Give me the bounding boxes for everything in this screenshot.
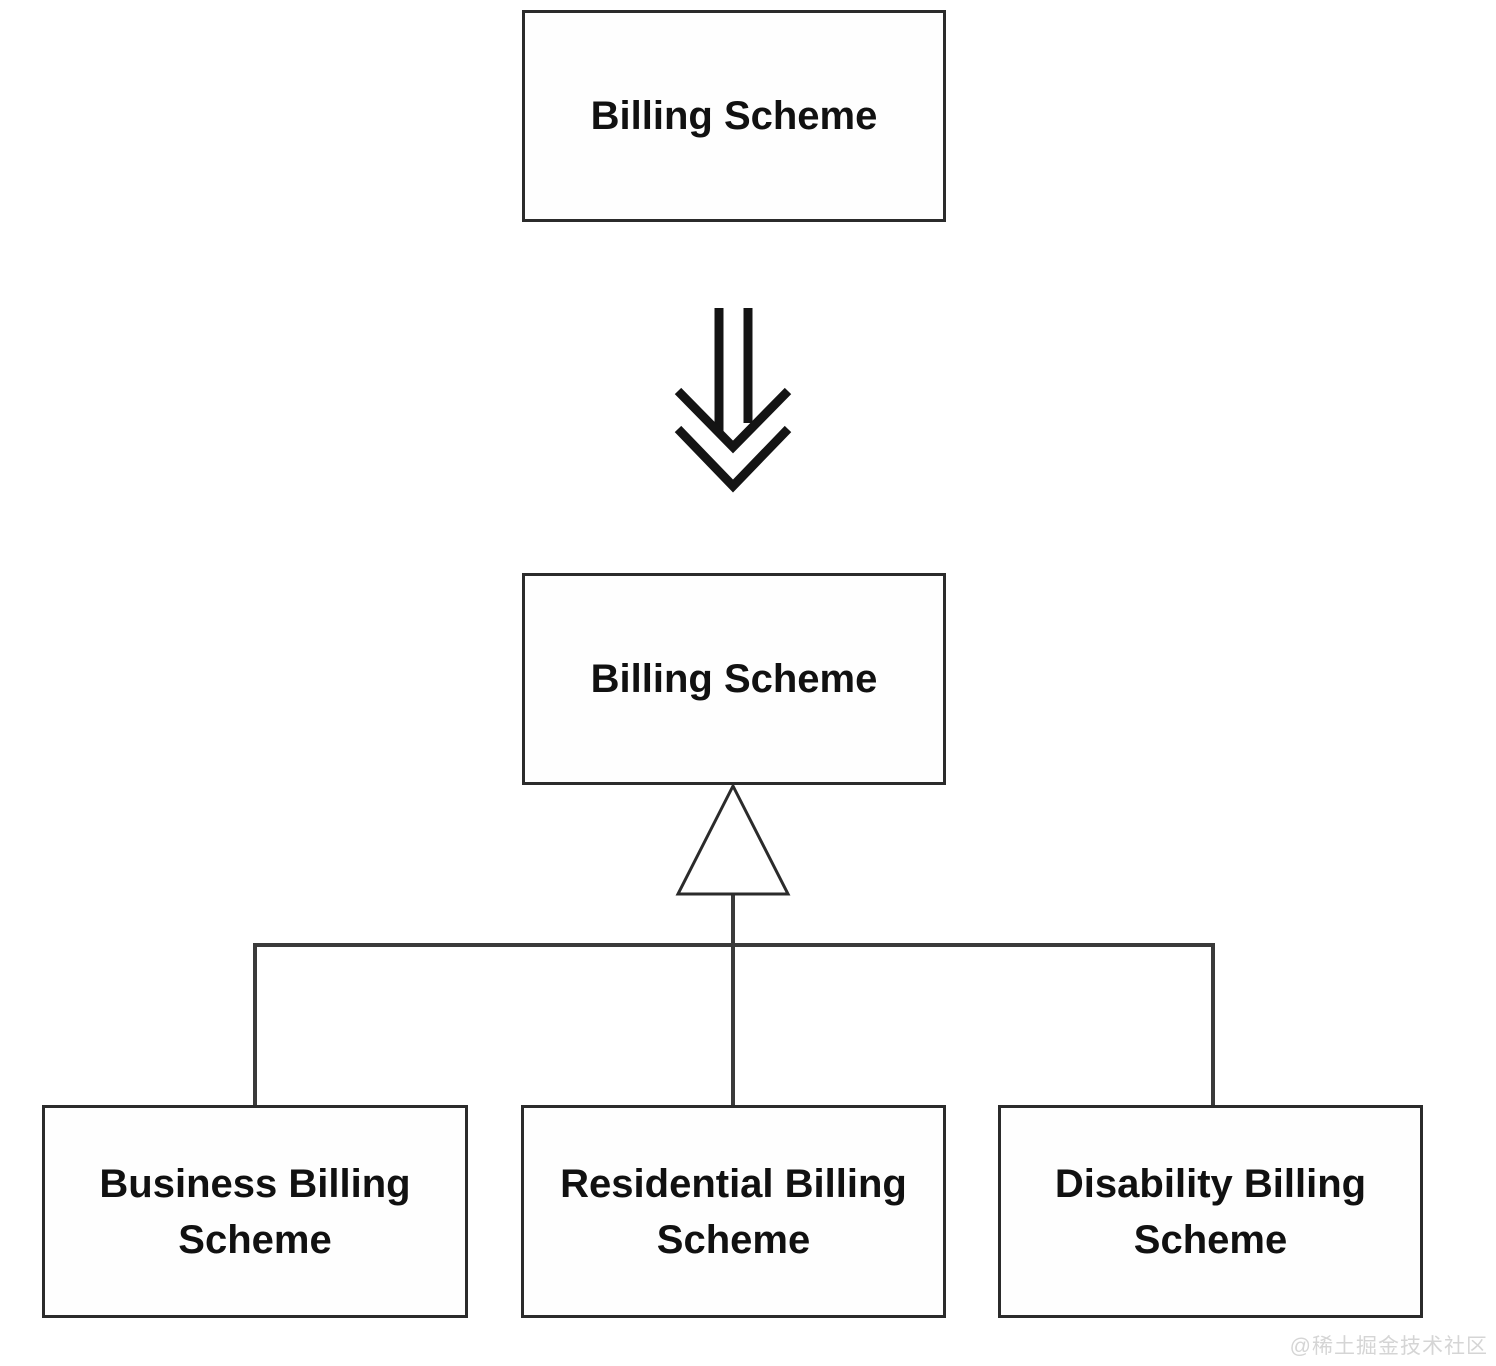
- node-label: Residential Billing Scheme: [560, 1161, 907, 1262]
- node-billing-scheme-parent: Billing Scheme: [522, 573, 946, 785]
- node-label: Billing Scheme: [590, 657, 878, 701]
- node-label: Billing Scheme: [590, 94, 878, 138]
- watermark-text: @稀土掘金技术社区: [1289, 1335, 1488, 1358]
- node-business-billing-scheme: Business Billing Scheme: [42, 1105, 468, 1318]
- generalization-triangle-icon: [675, 782, 791, 896]
- node-residential-billing-scheme: Residential Billing Scheme: [521, 1105, 946, 1318]
- node-billing-scheme-source: Billing Scheme: [522, 10, 946, 222]
- node-label: Disability Billing Scheme: [1054, 1161, 1367, 1262]
- node-label: Business Billing Scheme: [99, 1161, 411, 1262]
- node-disability-billing-scheme: Disability Billing Scheme: [998, 1105, 1423, 1318]
- double-down-arrow-icon: [674, 308, 792, 493]
